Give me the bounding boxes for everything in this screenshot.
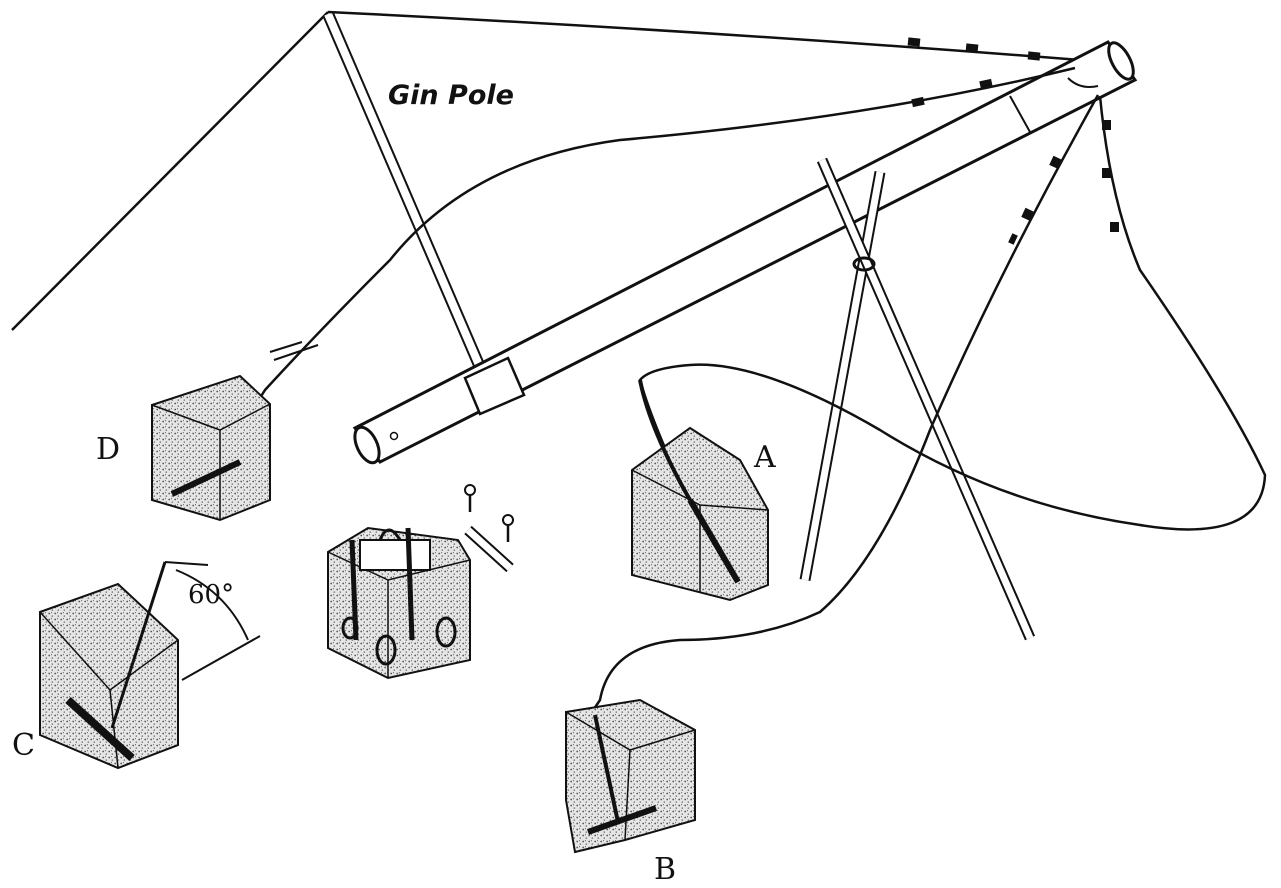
line-to-anchor-d: [198, 66, 1076, 491]
line-to-anchor-b: [590, 94, 1100, 713]
anchor-block-a: [631, 379, 769, 602]
angle-label: 60°: [188, 580, 235, 610]
gin-pole-strut: [322, 11, 488, 375]
top-hoist-line: [327, 10, 1081, 62]
anchor-block-b: [565, 698, 696, 854]
anchor-label-b: B: [654, 852, 677, 887]
anchor-label-a: A: [754, 440, 776, 475]
pin-and-bolts: [464, 484, 514, 573]
anchor-block-d: [151, 374, 271, 522]
line-to-anchor-a: [638, 95, 1267, 581]
shear-legs: [799, 157, 1036, 641]
anchor-block-c: [39, 561, 261, 770]
main-pole: [352, 40, 1138, 465]
back-guy-line: [11, 11, 329, 331]
pole-base-block: [327, 526, 471, 680]
anchor-label-c: C: [12, 728, 35, 763]
gin-pole-label: Gin Pole: [388, 80, 514, 111]
anchor-label-d: D: [96, 432, 121, 467]
